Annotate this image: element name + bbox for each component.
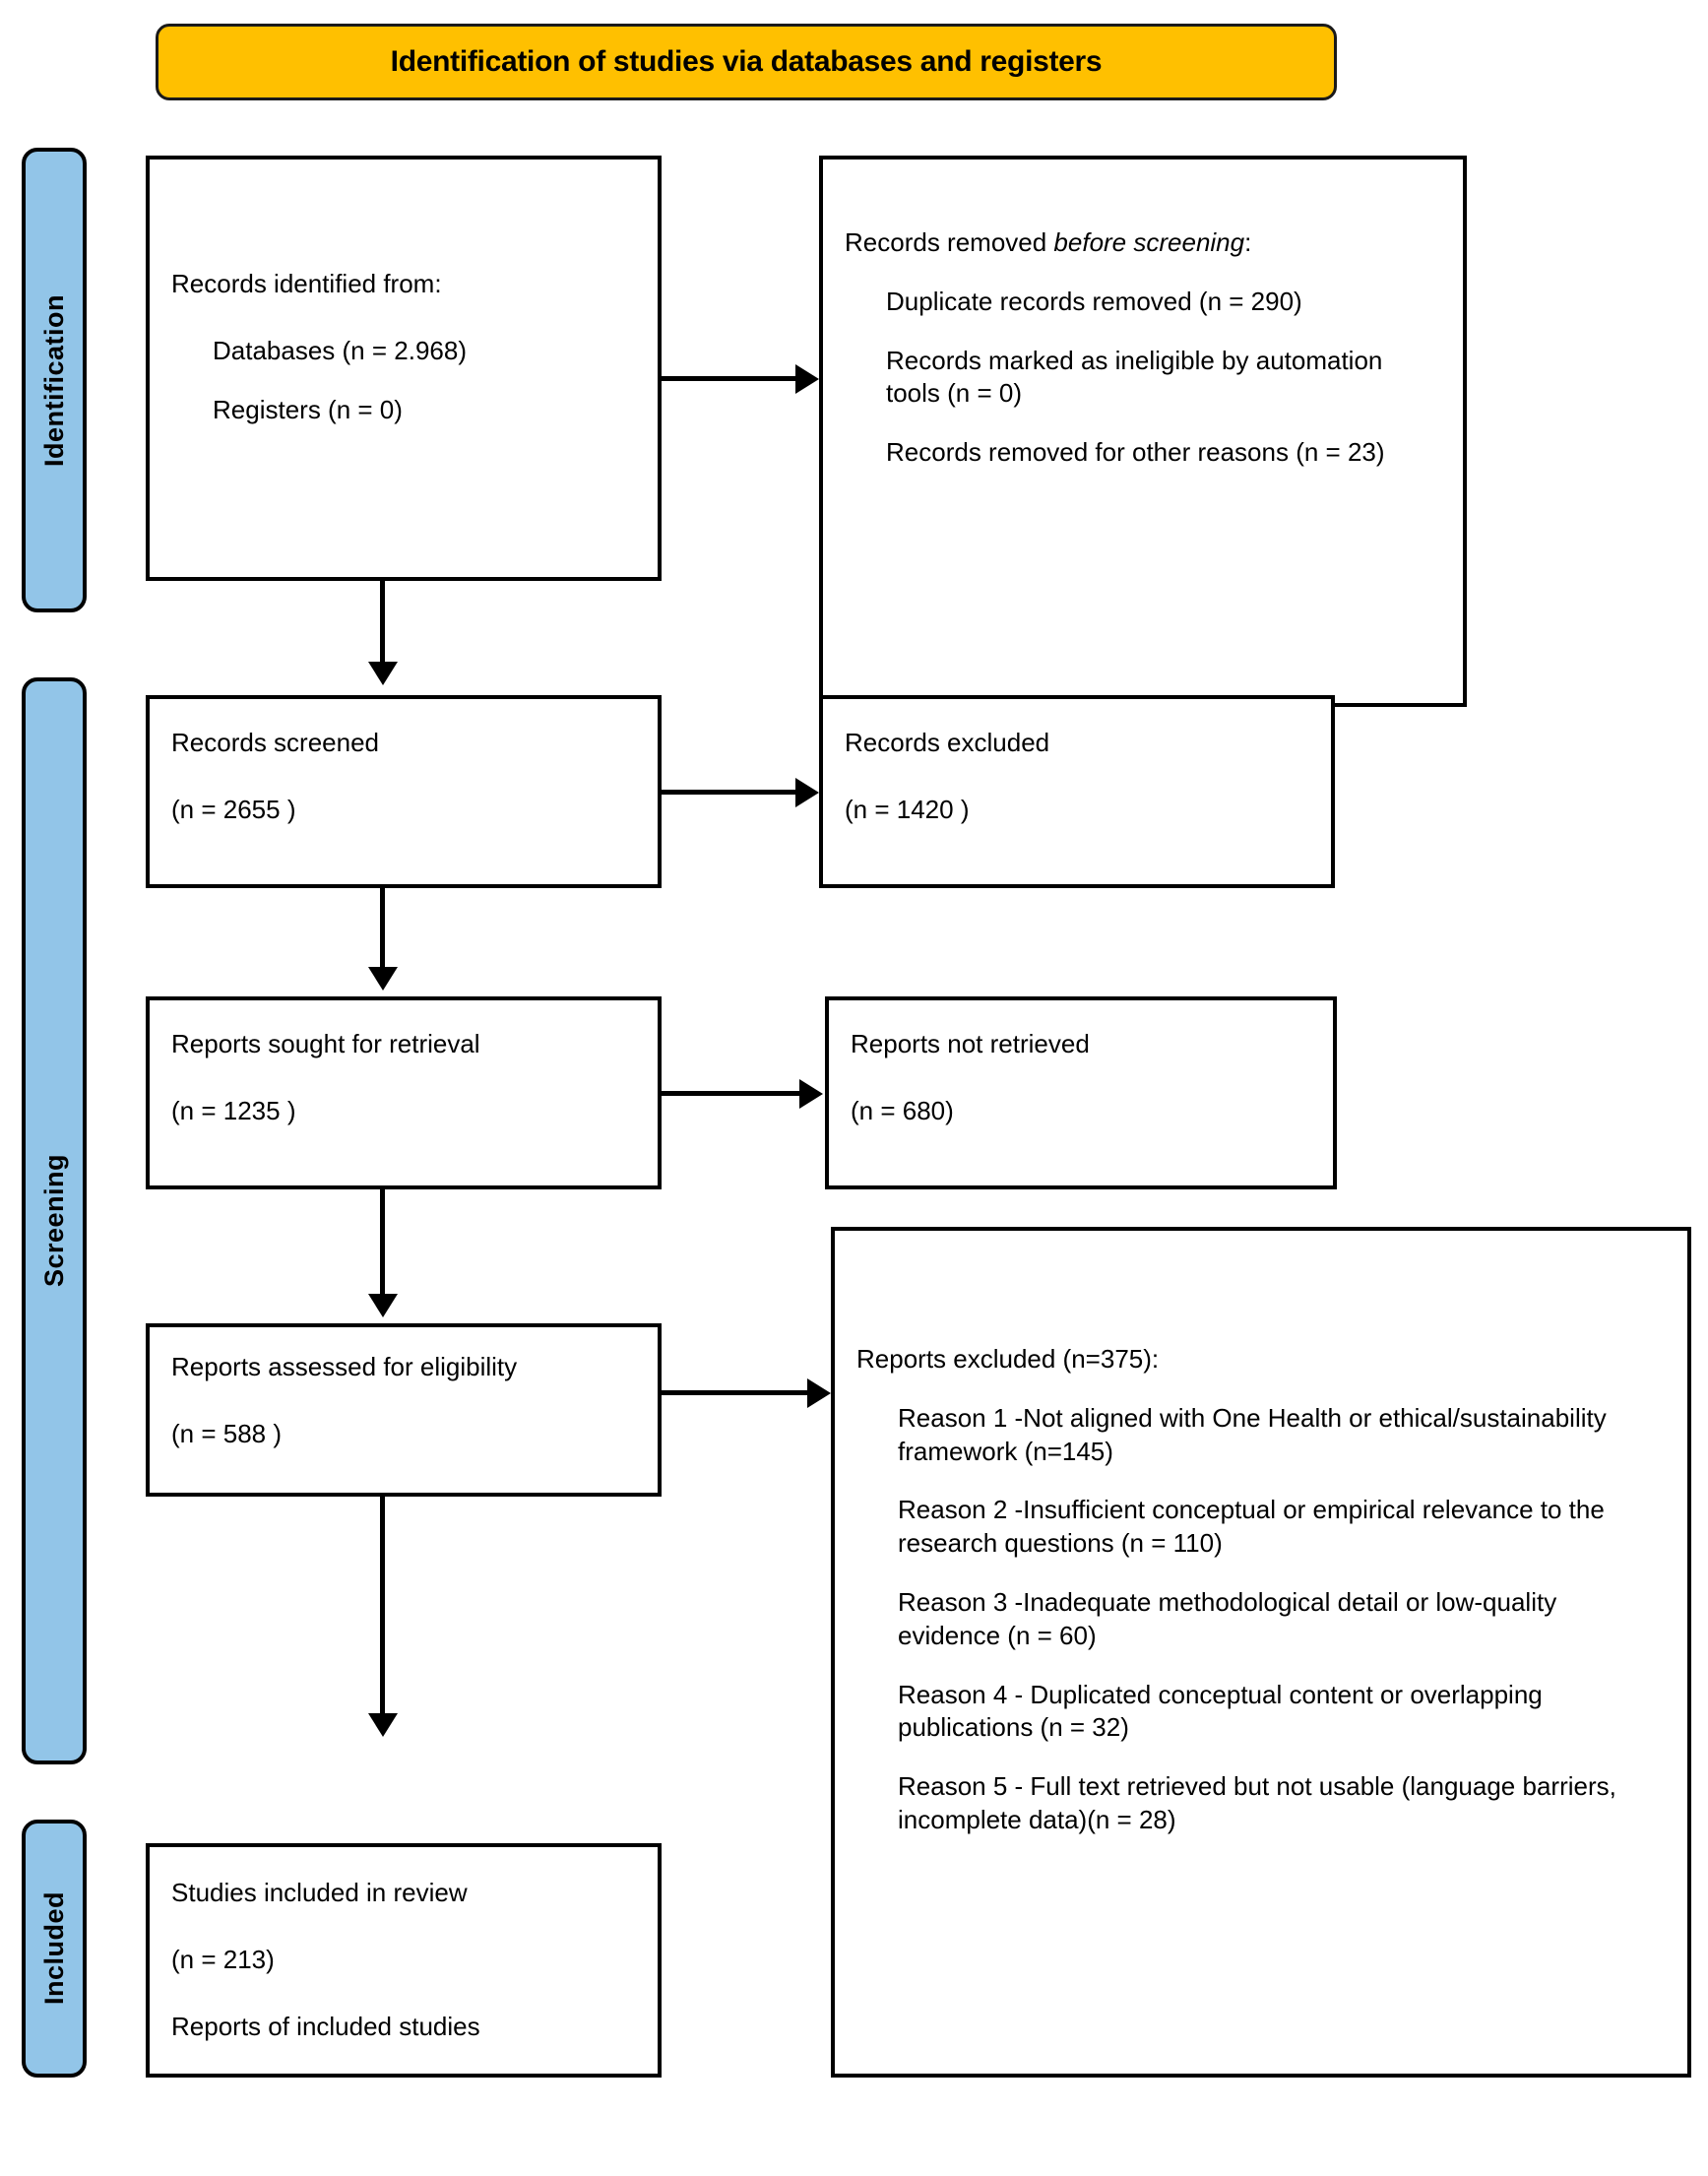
records-excluded-count: (n = 1420 ): [845, 794, 970, 824]
reports-excluded-reason-2: Reason 2 -Insufficient conceptual or emp…: [898, 1495, 1605, 1559]
box-reports-sought: Reports sought for retrieval (n = 1235 ): [146, 996, 662, 1189]
reports-excluded-reason-4: Reason 4 - Duplicated conceptual content…: [898, 1679, 1543, 1743]
arrowhead-screened-to-excluded: [795, 778, 819, 807]
connector-screened-to-excluded: [662, 790, 795, 795]
stage-label-identification: Identification: [38, 293, 69, 467]
box-studies-included: Studies included in review (n = 213) Rep…: [146, 1843, 662, 2078]
reports-excluded-reason-5: Reason 5 - Full text retrieved but not u…: [898, 1771, 1616, 1834]
reports-excluded-title: Reports excluded (n=375):: [856, 1344, 1160, 1374]
records-identified-title: Records identified from:: [171, 269, 442, 298]
arrowhead-identified-to-screened: [368, 662, 398, 685]
records-removed-title-c: :: [1244, 227, 1252, 257]
reports-not-retrieved-title: Reports not retrieved: [851, 1029, 1090, 1058]
box-reports-assessed: Reports assessed for eligibility (n = 58…: [146, 1323, 662, 1497]
connector-identified-to-removed: [662, 376, 795, 381]
stage-label-included: Included: [38, 1891, 69, 2006]
stage-bar-identification: Identification: [22, 148, 87, 612]
records-removed-item-duplicates: Duplicate records removed (n = 290): [886, 286, 1302, 316]
arrowhead-screened-to-sought: [368, 967, 398, 991]
box-records-removed-before-screening: Records removed before screening: Duplic…: [819, 156, 1467, 707]
arrowhead-identified-to-removed: [795, 364, 819, 394]
reports-excluded-reason-1: Reason 1 -Not aligned with One Health or…: [898, 1402, 1607, 1466]
records-removed-title-emphasis: before screening: [1053, 227, 1245, 257]
box-records-identified: Records identified from: Databases (n = …: [146, 156, 662, 581]
reports-sought-count: (n = 1235 ): [171, 1095, 296, 1125]
arrowhead-assessed-to-excluded: [807, 1378, 831, 1408]
box-reports-not-retrieved: Reports not retrieved (n = 680): [825, 996, 1337, 1189]
records-excluded-title: Records excluded: [845, 728, 1050, 757]
records-identified-registers: Registers (n = 0): [213, 394, 403, 424]
arrowhead-assessed-to-included: [368, 1713, 398, 1737]
records-identified-databases: Databases (n = 2.968): [213, 335, 467, 365]
diagram-title-banner: Identification of studies via databases …: [156, 24, 1337, 100]
records-removed-title: Records removed before screening:: [845, 226, 1441, 260]
records-screened-count: (n = 2655 ): [171, 794, 296, 824]
records-screened-title: Records screened: [171, 728, 379, 757]
stage-label-screening: Screening: [38, 1154, 69, 1288]
reports-excluded-reason-3: Reason 3 -Inadequate methodological deta…: [898, 1586, 1557, 1650]
reports-not-retrieved-count: (n = 680): [851, 1095, 954, 1125]
box-records-excluded: Records excluded (n = 1420 ): [819, 695, 1335, 888]
arrowhead-sought-to-not-retrieved: [799, 1079, 823, 1109]
connector-assessed-to-included: [380, 1497, 385, 1713]
records-removed-item-automation: Records marked as ineligible by automati…: [886, 345, 1383, 409]
studies-included-title: Studies included in review: [171, 1878, 468, 1907]
stage-bar-screening: Screening: [22, 677, 87, 1764]
box-records-screened: Records screened (n = 2655 ): [146, 695, 662, 888]
reports-assessed-count: (n = 588 ): [171, 1418, 283, 1448]
connector-identified-to-screened: [380, 581, 385, 662]
reports-sought-title: Reports sought for retrieval: [171, 1029, 480, 1058]
studies-included-reports: Reports of included studies: [171, 2011, 480, 2041]
connector-screened-to-sought: [380, 888, 385, 967]
studies-included-count: (n = 213): [171, 1944, 275, 1974]
box-reports-excluded: Reports excluded (n=375): Reason 1 -Not …: [831, 1227, 1691, 2078]
arrowhead-sought-to-assessed: [368, 1294, 398, 1317]
reports-assessed-title: Reports assessed for eligibility: [171, 1352, 518, 1381]
records-removed-item-other: Records removed for other reasons (n = 2…: [886, 437, 1385, 468]
connector-assessed-to-excluded: [662, 1390, 807, 1395]
connector-sought-to-not-retrieved: [662, 1091, 799, 1096]
diagram-title-text: Identification of studies via databases …: [390, 45, 1103, 78]
stage-bar-included: Included: [22, 1820, 87, 2078]
records-removed-title-a: Records removed: [845, 227, 1054, 257]
connector-sought-to-assessed: [380, 1189, 385, 1294]
